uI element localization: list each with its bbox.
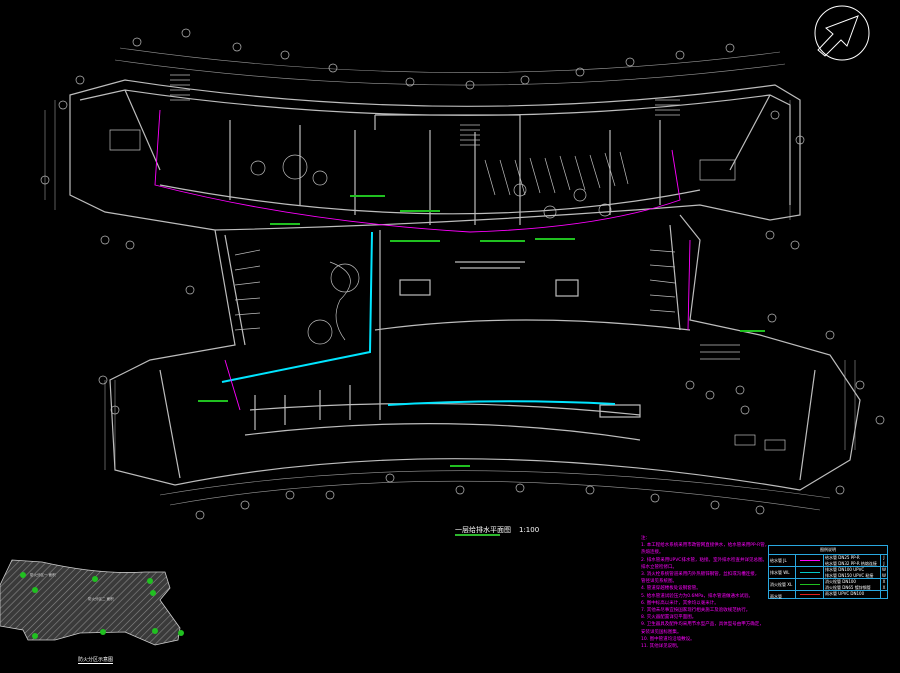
key-plan-title: 防火分区示意图 <box>78 657 114 664</box>
note-line: 5. 给水管道试验压力为0.6MPa，排水管道做通水试验。 <box>641 593 754 599</box>
note-line: 9. 卫生器具及配件均采用节水型产品，具体型号由甲方确定， <box>641 622 764 628</box>
legend-line-sample <box>796 567 824 578</box>
key-plan <box>0 559 184 646</box>
note-line: 3. 消火栓系统管道采用内外热镀锌钢管，丝扣或沟槽连接， <box>641 572 760 578</box>
grid-dimension-lines <box>44 47 856 511</box>
note-line: 11. 其他详见说明。 <box>641 644 682 650</box>
note-line: 7. 其他未尽事宜按国家现行相关施工及验收规范执行。 <box>641 608 751 614</box>
note-line: 6. 图中标高以米计，其余均以毫米计。 <box>641 600 719 606</box>
cyan-partition-lines <box>221 231 616 406</box>
note-line: 热熔连接。 <box>641 550 664 556</box>
legend-row: 雨水管 雨水管 UPVC DN100 <box>769 591 887 599</box>
legend-pipe-name: 雨水管 <box>769 591 796 599</box>
legend-desc: 消火栓管 DN65 镀锌钢管 <box>825 584 871 590</box>
north-arrow-icon <box>814 5 870 61</box>
note-line: 安装详见国标图集。 <box>641 629 682 635</box>
water-supply-pipes <box>154 109 691 411</box>
legend-line-sample <box>796 579 824 590</box>
legend-mark: J <box>883 560 885 566</box>
drawing-title-text: 一层给排水平面图 <box>455 526 511 534</box>
title-underline <box>455 534 500 536</box>
legend-desc: 雨水管 UPVC DN100 <box>825 591 865 596</box>
legend-pipe-name: 消火栓管 XL <box>769 579 796 590</box>
legend-desc: 排水管 DN100 UPVC <box>825 567 865 572</box>
drawing-scale: 1:100 <box>519 526 540 534</box>
legend-mark: W <box>882 572 886 578</box>
key-plan-label-1: 防火分区一 面积 <box>30 573 56 577</box>
grid-axis-bubbles <box>40 28 885 520</box>
legend-mark: W <box>882 567 886 572</box>
drainage-labels <box>198 195 765 467</box>
legend-pipe-name: 给水管 JL <box>769 555 796 566</box>
notes-heading: 注： <box>641 536 650 541</box>
legend-mark: J <box>883 555 885 560</box>
legend-mark: X <box>882 579 886 584</box>
note-line: 8. 灭火器配置详见平面图。 <box>641 615 697 621</box>
legend-desc: 消火栓管 DN100 <box>825 579 856 584</box>
key-plan-label-2: 防火分区二 面积 <box>88 597 114 601</box>
legend-desc: 排水管 DN150 UPVC 粘接 <box>825 572 874 578</box>
design-notes: 注： 1. 本工程给水系统采用市政管网直接供水，给水管采用PP-R管， 热熔连接… <box>641 535 769 650</box>
legend-title: 图例说明 <box>769 546 887 555</box>
legend-mark: X <box>882 584 886 590</box>
note-line: 管径详见系统图。 <box>641 579 677 585</box>
legend-line-sample <box>796 555 824 566</box>
building-walls <box>69 79 861 491</box>
legend-pipe-name: 排水管 WL <box>769 567 796 578</box>
note-line: 2. 排水管采用UPVC排水管，粘接。室外排水检查井详见总图。 <box>641 557 767 563</box>
drawing-title: 一层给排水平面图 1:100 <box>455 525 547 535</box>
legend-line-sample <box>796 591 824 598</box>
note-line: 4. 管道穿越楼板处设钢套管。 <box>641 586 701 592</box>
note-line: 排水立管检修口。 <box>641 564 677 570</box>
legend-desc: 给水管 DN25 PP-R <box>825 555 860 560</box>
legend-desc: 给水管 DN32 PP-R 热熔连接 <box>825 560 877 566</box>
note-line: 1. 本工程给水系统采用市政管网直接供水，给水管采用PP-R管， <box>641 543 770 549</box>
furniture-and-stairs <box>109 74 786 451</box>
note-line: 10. 图中管道均沿墙敷设。 <box>641 636 695 642</box>
